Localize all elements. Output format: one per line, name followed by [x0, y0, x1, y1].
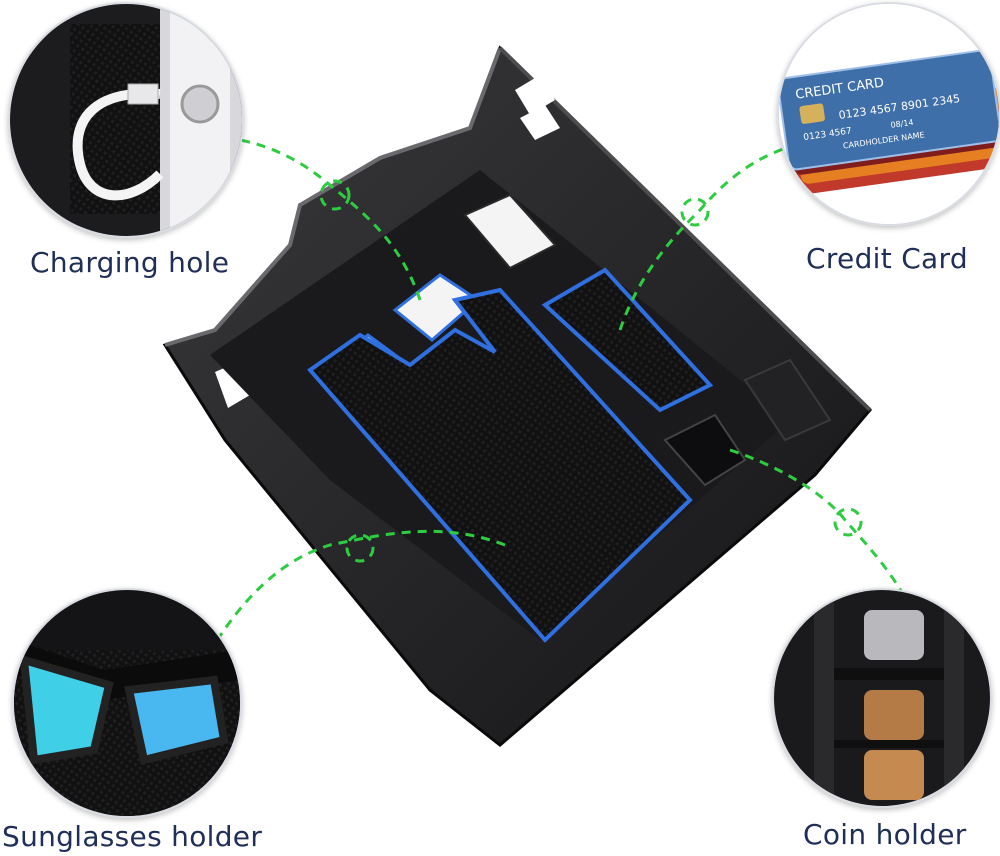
credit-card-detail-photo: CREDIT CARD 0123 4567 8901 2345 0123 456… — [777, 2, 1000, 226]
sunglasses-holder-label: Sunglasses holder — [2, 820, 263, 853]
coin-holder-label: Coin holder — [803, 818, 967, 851]
coin-compartment — [663, 413, 747, 487]
slot-cutout — [463, 193, 557, 270]
card-expiry: 08/14 — [890, 118, 914, 130]
charging-hole-label: Charging hole — [30, 246, 230, 279]
coin-holder-detail-photo — [772, 588, 992, 808]
main-rubber-mat — [307, 287, 693, 643]
sunglasses-holder-detail-photo — [12, 588, 242, 818]
credit-card-label: Credit Card — [806, 242, 968, 275]
charging-hole-detail-photo — [8, 2, 244, 238]
card-compartment-mat — [541, 267, 714, 413]
